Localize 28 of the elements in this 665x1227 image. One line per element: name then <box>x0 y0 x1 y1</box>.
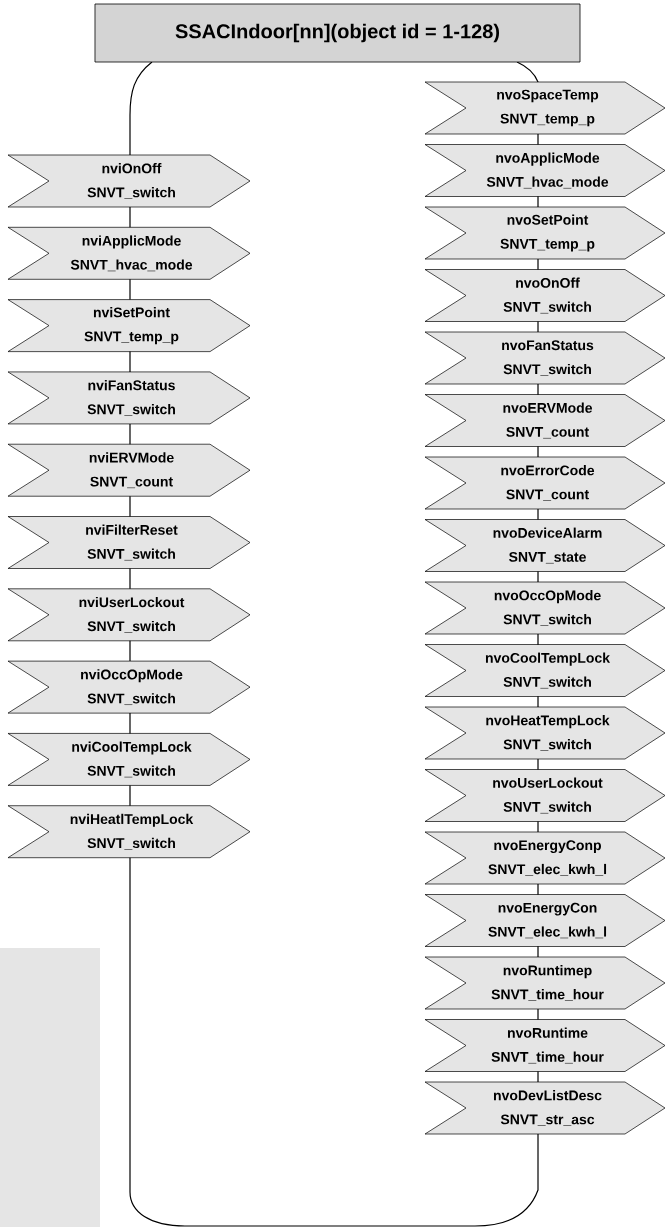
network-variable-box: nvoRuntime SNVT_time_hour <box>424 1019 665 1072</box>
network-variable-box: nviSetPoint SNVT_temp_p <box>7 299 251 352</box>
network-variable-box: nviFilterReset SNVT_switch <box>7 516 251 569</box>
network-variable-box: nvoRuntimep SNVT_time_hour <box>424 956 665 1010</box>
network-variable-box: nvoErrorCode SNVT_count <box>424 456 665 510</box>
network-variable-box: nvoSetPoint SNVT_temp_p <box>424 206 665 260</box>
network-variable-box: nvoEnergyCon SNVT_elec_kwh_l <box>424 894 665 947</box>
network-variable-box: nvoCoolTempLock SNVT_switch <box>424 644 665 697</box>
network-variable-box: nviOccOpMode SNVT_switch <box>7 660 251 714</box>
network-variable-box: nvoApplicMode SNVT_hvac_mode <box>424 144 665 197</box>
network-variable-box: nvoERVMode SNVT_count <box>424 394 665 447</box>
network-variable-box: nvoHeatTempLock SNVT_switch <box>424 706 665 760</box>
network-variable-box: nviOnOff SNVT_switch <box>7 154 251 208</box>
network-variable-box: nvoOnOff SNVT_switch <box>424 269 665 322</box>
network-variable-box: nvoFanStatus SNVT_switch <box>424 331 665 385</box>
network-variable-box: nvoEnergyConp SNVT_elec_kwh_l <box>424 831 665 885</box>
network-variable-box: nvoUserLockout SNVT_switch <box>424 769 665 822</box>
network-variable-box: nvoDevListDesc SNVT_str_asc <box>424 1081 665 1135</box>
network-variable-box: nvoDeviceAlarm SNVT_state <box>424 519 665 572</box>
network-variable-box: nviHeatlTempLock SNVT_switch <box>7 805 251 859</box>
network-variable-box: nviUserLockout SNVT_switch <box>7 588 251 642</box>
network-variable-box: nvoOccOpMode SNVT_switch <box>424 581 665 635</box>
network-variable-box: nviFanStatus SNVT_switch <box>7 371 251 425</box>
network-variable-box: nviCoolTempLock SNVT_switch <box>7 733 251 786</box>
title-box: SSACIndoor[nn](object id = 1-128) <box>94 3 581 63</box>
network-variable-box: nvoSpaceTemp SNVT_temp_p <box>424 81 665 135</box>
network-variable-box: nviERVMode SNVT_count <box>7 443 251 497</box>
network-variable-box: nviApplicMode SNVT_hvac_mode <box>7 226 251 280</box>
